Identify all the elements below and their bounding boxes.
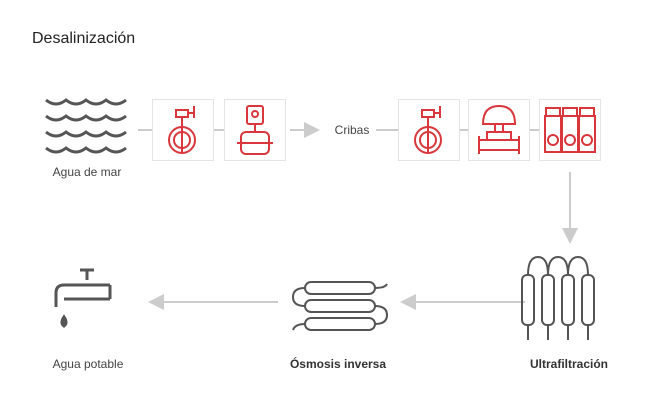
- reverse-osmosis-icon: [291, 281, 389, 331]
- diagram-title: Desalinización: [32, 30, 136, 47]
- waves-icon: [45, 98, 127, 154]
- diaphragm-valve-icon: [478, 104, 520, 154]
- filter-cartridges-box: [539, 99, 601, 161]
- filter-cartridges-icon: [544, 107, 596, 153]
- label-reverse-osmosis: Ósmosis inversa: [289, 357, 387, 371]
- label-screens: Cribas: [334, 123, 370, 137]
- butterfly-valve-icon: [168, 106, 196, 154]
- diaphragm-valve-box: [468, 99, 530, 161]
- actuated-valve-box: [224, 99, 286, 161]
- label-drinking-water: Agua potable: [52, 357, 124, 371]
- ultrafiltration-icon: [521, 255, 595, 340]
- butterfly-valve-box: [398, 99, 460, 161]
- butterfly-valve-box: [152, 99, 214, 161]
- butterfly-valve-icon: [414, 106, 442, 154]
- label-ultrafiltration: Ultrafiltración: [529, 357, 609, 371]
- faucet-icon: [54, 268, 112, 328]
- label-seawater: Agua de mar: [52, 165, 122, 179]
- actuated-valve-icon: [237, 105, 273, 155]
